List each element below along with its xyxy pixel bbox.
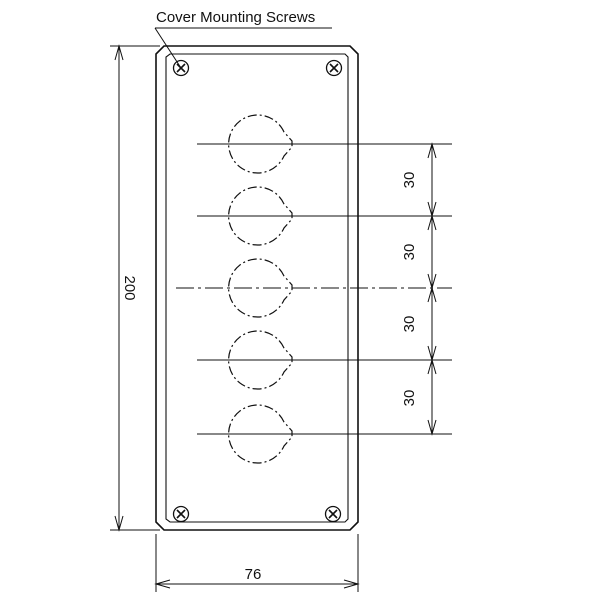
pitch-label-1: 30 bbox=[401, 172, 418, 189]
callout-leader-line bbox=[154, 27, 332, 69]
callout-label: Cover Mounting Screws bbox=[156, 9, 315, 26]
enclosure-outer-outline bbox=[155, 45, 359, 531]
pitch-label-3: 30 bbox=[401, 316, 418, 333]
height-dimension bbox=[110, 44, 160, 532]
opening-5 bbox=[197, 404, 452, 464]
enclosure-inner-outline bbox=[165, 53, 349, 523]
screw-bottom-right bbox=[324, 505, 342, 523]
pitch-dimension bbox=[427, 142, 437, 436]
width-label: 76 bbox=[245, 566, 262, 583]
opening-4 bbox=[197, 330, 452, 390]
screw-top-right bbox=[325, 59, 343, 77]
height-label: 200 bbox=[121, 275, 138, 300]
pitch-label-4: 30 bbox=[401, 390, 418, 407]
screw-bottom-left bbox=[172, 505, 190, 523]
width-dimension bbox=[154, 534, 360, 592]
opening-1 bbox=[197, 114, 452, 174]
opening-2 bbox=[197, 186, 452, 246]
opening-3 bbox=[176, 258, 452, 318]
pitch-label-2: 30 bbox=[401, 244, 418, 261]
